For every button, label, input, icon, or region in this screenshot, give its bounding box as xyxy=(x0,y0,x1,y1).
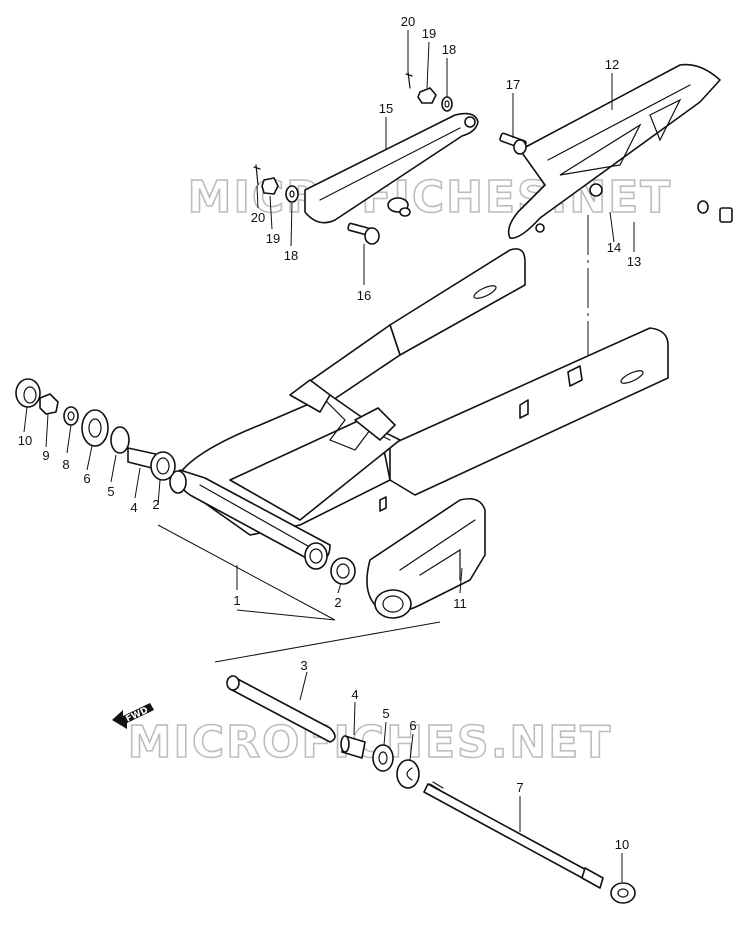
callout-5-lower: 5 xyxy=(382,706,389,721)
dust-seal-6-left xyxy=(81,409,109,447)
callout-4-lower: 4 xyxy=(351,687,358,702)
snap-ring-10-left xyxy=(15,378,41,408)
cotter-pin-20-left xyxy=(253,164,261,186)
callout-10-lower: 10 xyxy=(615,837,629,852)
callout-3: 3 xyxy=(300,658,307,673)
nut-9 xyxy=(39,393,59,415)
link-bar xyxy=(304,112,479,224)
callout-4-left: 4 xyxy=(130,500,137,515)
washer-18-upper xyxy=(441,96,453,112)
sleeve-3 xyxy=(226,675,336,743)
callout-20-upper: 20 xyxy=(401,14,415,29)
swingarm xyxy=(169,248,669,570)
pivot-shaft-7 xyxy=(423,781,604,889)
callout-6-lower: 6 xyxy=(409,718,416,733)
callout-2-right: 2 xyxy=(334,595,341,610)
bearing-2-left xyxy=(150,451,176,481)
nut-10-lower xyxy=(610,882,636,904)
callout-5-left: 5 xyxy=(107,484,114,499)
callout-16: 16 xyxy=(357,288,371,303)
spacer-4-lower xyxy=(340,735,366,759)
nut-19-upper xyxy=(417,87,437,104)
callout-17: 17 xyxy=(506,77,520,92)
chain-guard xyxy=(507,63,721,239)
bolt-16 xyxy=(347,222,380,245)
washer-18-left xyxy=(285,185,299,203)
callout-14: 14 xyxy=(607,240,621,255)
callout-12: 12 xyxy=(605,57,619,72)
callout-18-upper: 18 xyxy=(442,42,456,57)
bolt-13 xyxy=(719,207,733,223)
cotter-pin-20-upper xyxy=(405,71,413,89)
callout-9: 9 xyxy=(42,448,49,463)
callout-13: 13 xyxy=(627,254,641,269)
bearing-2-right xyxy=(330,557,356,585)
watermark-bottom: MICROFICHES.NET xyxy=(128,717,613,768)
callout-6-left: 6 xyxy=(83,471,90,486)
callout-19-upper: 19 xyxy=(422,26,436,41)
center-line-pivot-upper xyxy=(157,524,336,621)
callout-15: 15 xyxy=(379,101,393,116)
washer-8 xyxy=(63,406,79,426)
bolt-17 xyxy=(499,132,527,155)
callout-11: 11 xyxy=(453,596,467,611)
callout-8: 8 xyxy=(62,457,69,472)
collar-5-lower xyxy=(372,744,394,772)
callout-20-left: 20 xyxy=(251,210,265,225)
nut-19-left xyxy=(261,177,279,195)
callout-10-left: 10 xyxy=(18,433,32,448)
callout-18-left: 18 xyxy=(284,248,298,263)
chain-slider xyxy=(366,497,486,619)
leader-lines xyxy=(23,30,635,882)
callout-1: 1 xyxy=(233,593,240,608)
dust-seal-6-lower xyxy=(396,759,420,789)
washer-14 xyxy=(697,200,709,214)
callout-19-left: 19 xyxy=(266,231,280,246)
center-line-pivot-lower xyxy=(214,621,441,663)
collar-5-left xyxy=(110,426,130,454)
callout-7: 7 xyxy=(516,780,523,795)
callouts: 1 2 2 3 4 4 5 5 6 6 7 8 9 10 10 11 12 13… xyxy=(18,14,641,852)
callout-2-left: 2 xyxy=(152,497,159,512)
